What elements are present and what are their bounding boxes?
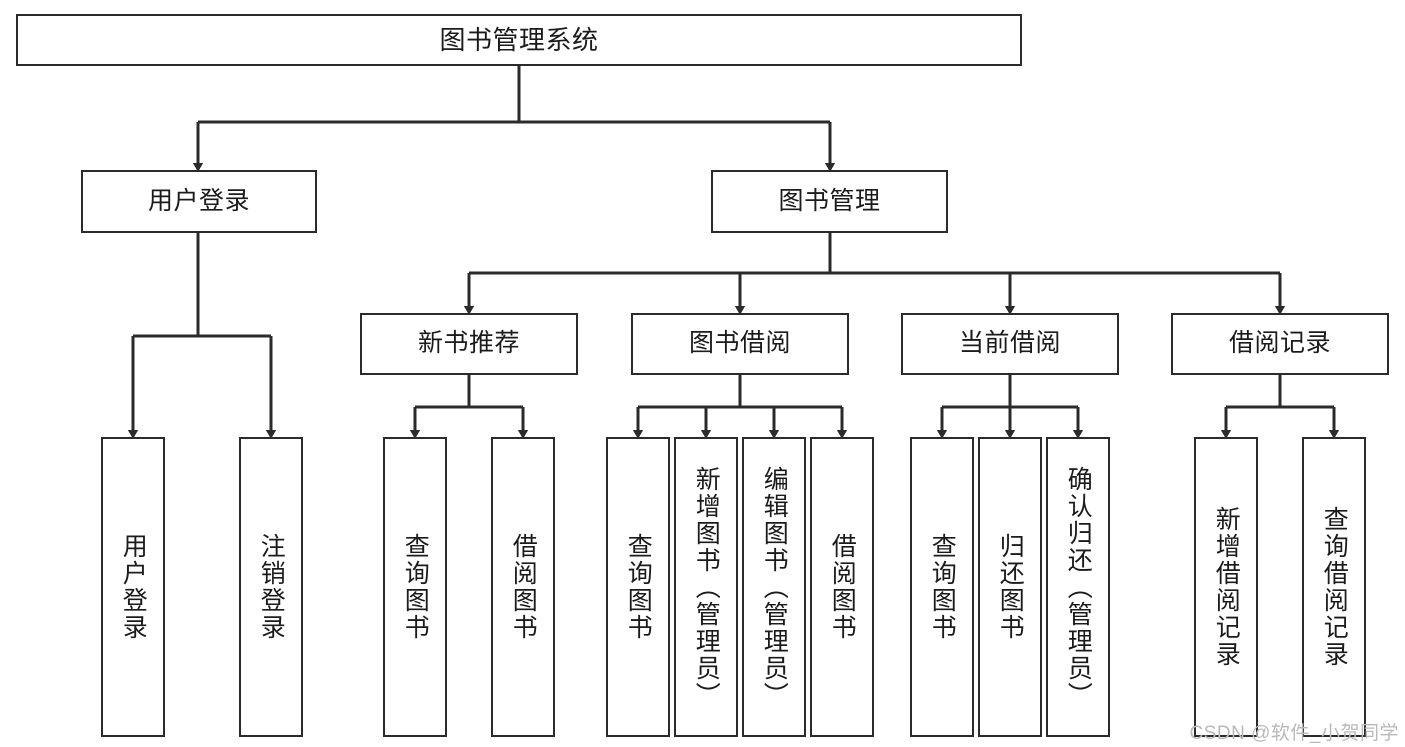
node-book-management[interactable]: 图书管理 [711, 170, 948, 233]
leaf-logout[interactable]: 注销登录 [239, 437, 303, 737]
leaf-confirm-return-admin[interactable]: 确认归还（管理员） [1046, 437, 1110, 737]
leaf-user-login[interactable]: 用户登录 [101, 437, 165, 737]
leaf-return-book[interactable]: 归还图书 [978, 437, 1042, 737]
node-label: 用户登录 [147, 186, 250, 215]
leaf-query-book-current[interactable]: 查询图书 [910, 437, 974, 737]
leaf-add-borrow-record[interactable]: 新增借阅记录 [1194, 437, 1258, 737]
leaf-query-book-recommend[interactable]: 查询图书 [383, 437, 447, 737]
node-label: 注销登录 [257, 533, 286, 641]
node-borrow-record[interactable]: 借阅记录 [1171, 313, 1389, 375]
node-label: 确认归还（管理员） [1064, 465, 1093, 709]
node-label: 用户登录 [119, 533, 148, 641]
node-root-library-management-system[interactable]: 图书管理系统 [16, 14, 1022, 66]
node-label: 图书管理系统 [439, 24, 599, 55]
leaf-query-book-borrow[interactable]: 查询图书 [606, 437, 670, 737]
node-label: 新增借阅记录 [1212, 506, 1241, 668]
node-label: 图书管理 [778, 186, 881, 215]
leaf-query-borrow-record[interactable]: 查询借阅记录 [1302, 437, 1366, 737]
node-label: 借阅记录 [1228, 329, 1331, 358]
leaf-add-book-admin[interactable]: 新增图书（管理员） [674, 437, 738, 737]
watermark: CSDN @软件_小贺同学 [1189, 723, 1399, 744]
node-label: 查询图书 [401, 533, 430, 641]
node-label: 当前借阅 [958, 329, 1061, 358]
node-label: 借阅图书 [828, 533, 857, 641]
leaf-edit-book-admin[interactable]: 编辑图书（管理员） [742, 437, 806, 737]
node-label: 新书推荐 [417, 329, 520, 358]
node-label: 查询借阅记录 [1320, 506, 1349, 668]
node-user-login[interactable]: 用户登录 [81, 170, 317, 233]
node-book-borrow[interactable]: 图书借阅 [631, 313, 849, 375]
node-label: 新增图书（管理员） [692, 465, 721, 709]
node-label: 编辑图书（管理员） [760, 465, 789, 709]
node-current-borrow[interactable]: 当前借阅 [901, 313, 1119, 375]
node-label: 图书借阅 [688, 329, 791, 358]
leaf-borrow-book-recommend[interactable]: 借阅图书 [491, 437, 555, 737]
node-label: 归还图书 [996, 533, 1025, 641]
leaf-borrow-book-borrow[interactable]: 借阅图书 [810, 437, 874, 737]
node-label: 查询图书 [928, 533, 957, 641]
node-label: 查询图书 [624, 533, 653, 641]
node-label: 借阅图书 [509, 533, 538, 641]
node-new-book-recommend[interactable]: 新书推荐 [360, 313, 578, 375]
